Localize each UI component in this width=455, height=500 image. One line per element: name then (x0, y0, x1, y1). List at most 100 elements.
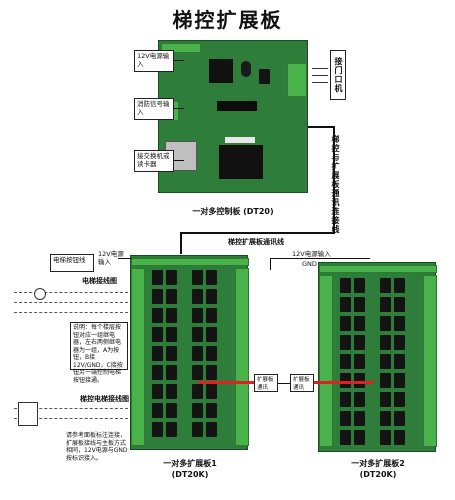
relay (259, 69, 270, 84)
chip (217, 101, 257, 111)
relay (152, 422, 163, 437)
relay (192, 346, 203, 361)
relay (340, 278, 351, 293)
comm-wire (180, 232, 335, 234)
relay (340, 373, 351, 388)
relay (354, 392, 365, 407)
power-input-label: 12V电源输入 (134, 50, 174, 72)
comm-wire (308, 126, 334, 128)
wire (174, 160, 184, 161)
relay (206, 403, 217, 418)
wiring-line (14, 418, 128, 419)
relay (340, 335, 351, 350)
lift-note: 请参考面板标注连接，扩展板接线与主板方式相同，12V电源与GND按标识接入。 (66, 432, 128, 462)
relay (166, 403, 177, 418)
relay (354, 354, 365, 369)
relay (166, 422, 177, 437)
wire (118, 258, 132, 259)
terminal-block (319, 265, 437, 273)
relay (166, 384, 177, 399)
relay (152, 308, 163, 323)
relay (394, 297, 405, 312)
relay (192, 289, 203, 304)
relay (394, 373, 405, 388)
relay (340, 316, 351, 331)
relay (166, 308, 177, 323)
terminal-block (235, 268, 249, 446)
relay (380, 354, 391, 369)
expansion-1-model: (DT20K) (171, 470, 209, 479)
relay (206, 308, 217, 323)
expansion-board-2 (318, 262, 437, 452)
left-power-label: 12V电源输入 (98, 250, 124, 266)
relay (380, 373, 391, 388)
link-wire (278, 383, 290, 384)
right-power-label: 12V电源输入 (292, 250, 331, 258)
relay (394, 354, 405, 369)
terminal-pin-labels (312, 62, 328, 83)
controller-board (158, 40, 308, 193)
wiring-title: 电梯接线图 (82, 277, 117, 285)
wiring-line (14, 292, 128, 293)
relay (394, 278, 405, 293)
terminal-block (131, 258, 249, 266)
door-station-label: 接门口机 (330, 50, 346, 100)
relay (206, 422, 217, 437)
relay (206, 365, 217, 380)
relay (354, 411, 365, 426)
relay (380, 278, 391, 293)
relay (354, 373, 365, 388)
middle-comm-box-2: 扩展板通讯 (290, 374, 314, 392)
relay (206, 327, 217, 342)
relay (354, 316, 365, 331)
comm-wire (180, 232, 182, 254)
relay (192, 422, 203, 437)
terminal-block (131, 268, 145, 446)
relay (206, 270, 217, 285)
relay (394, 316, 405, 331)
relay (340, 392, 351, 407)
relay (166, 365, 177, 380)
expansion-2-caption: 一对多扩展板2 (351, 459, 405, 468)
relay (192, 270, 203, 285)
relay (206, 346, 217, 361)
relay (166, 289, 177, 304)
relay (380, 335, 391, 350)
relay (380, 392, 391, 407)
relay (152, 384, 163, 399)
relay (152, 270, 163, 285)
relay (166, 270, 177, 285)
chip (209, 59, 233, 83)
wiring-line (14, 408, 128, 409)
chip (219, 145, 263, 179)
relay (152, 365, 163, 380)
relay (152, 327, 163, 342)
relay (192, 365, 203, 380)
terminal-block (287, 63, 307, 97)
relay (192, 384, 203, 399)
relay (192, 308, 203, 323)
relay (340, 354, 351, 369)
relay (380, 297, 391, 312)
comm-wire (333, 126, 335, 232)
relay (340, 411, 351, 426)
relay (152, 403, 163, 418)
terminal-block (161, 43, 201, 53)
page-title: 梯控扩展板 (172, 8, 283, 32)
relay (354, 335, 365, 350)
middle-comm-box: 扩展板通讯 (254, 374, 278, 392)
relay (394, 392, 405, 407)
wiring-line (14, 302, 128, 303)
relay (394, 430, 405, 445)
red-link (314, 381, 374, 384)
controller-caption: 一对多控制板 (DT20) (192, 207, 274, 216)
chip (241, 61, 251, 77)
wire (174, 60, 184, 61)
expansion-1-caption: 一对多扩展板1 (163, 459, 217, 468)
relay (192, 327, 203, 342)
relay (394, 335, 405, 350)
fire-signal-label: 消防信号输入 (134, 98, 174, 120)
relay (192, 403, 203, 418)
relay (394, 411, 405, 426)
relay (354, 297, 365, 312)
